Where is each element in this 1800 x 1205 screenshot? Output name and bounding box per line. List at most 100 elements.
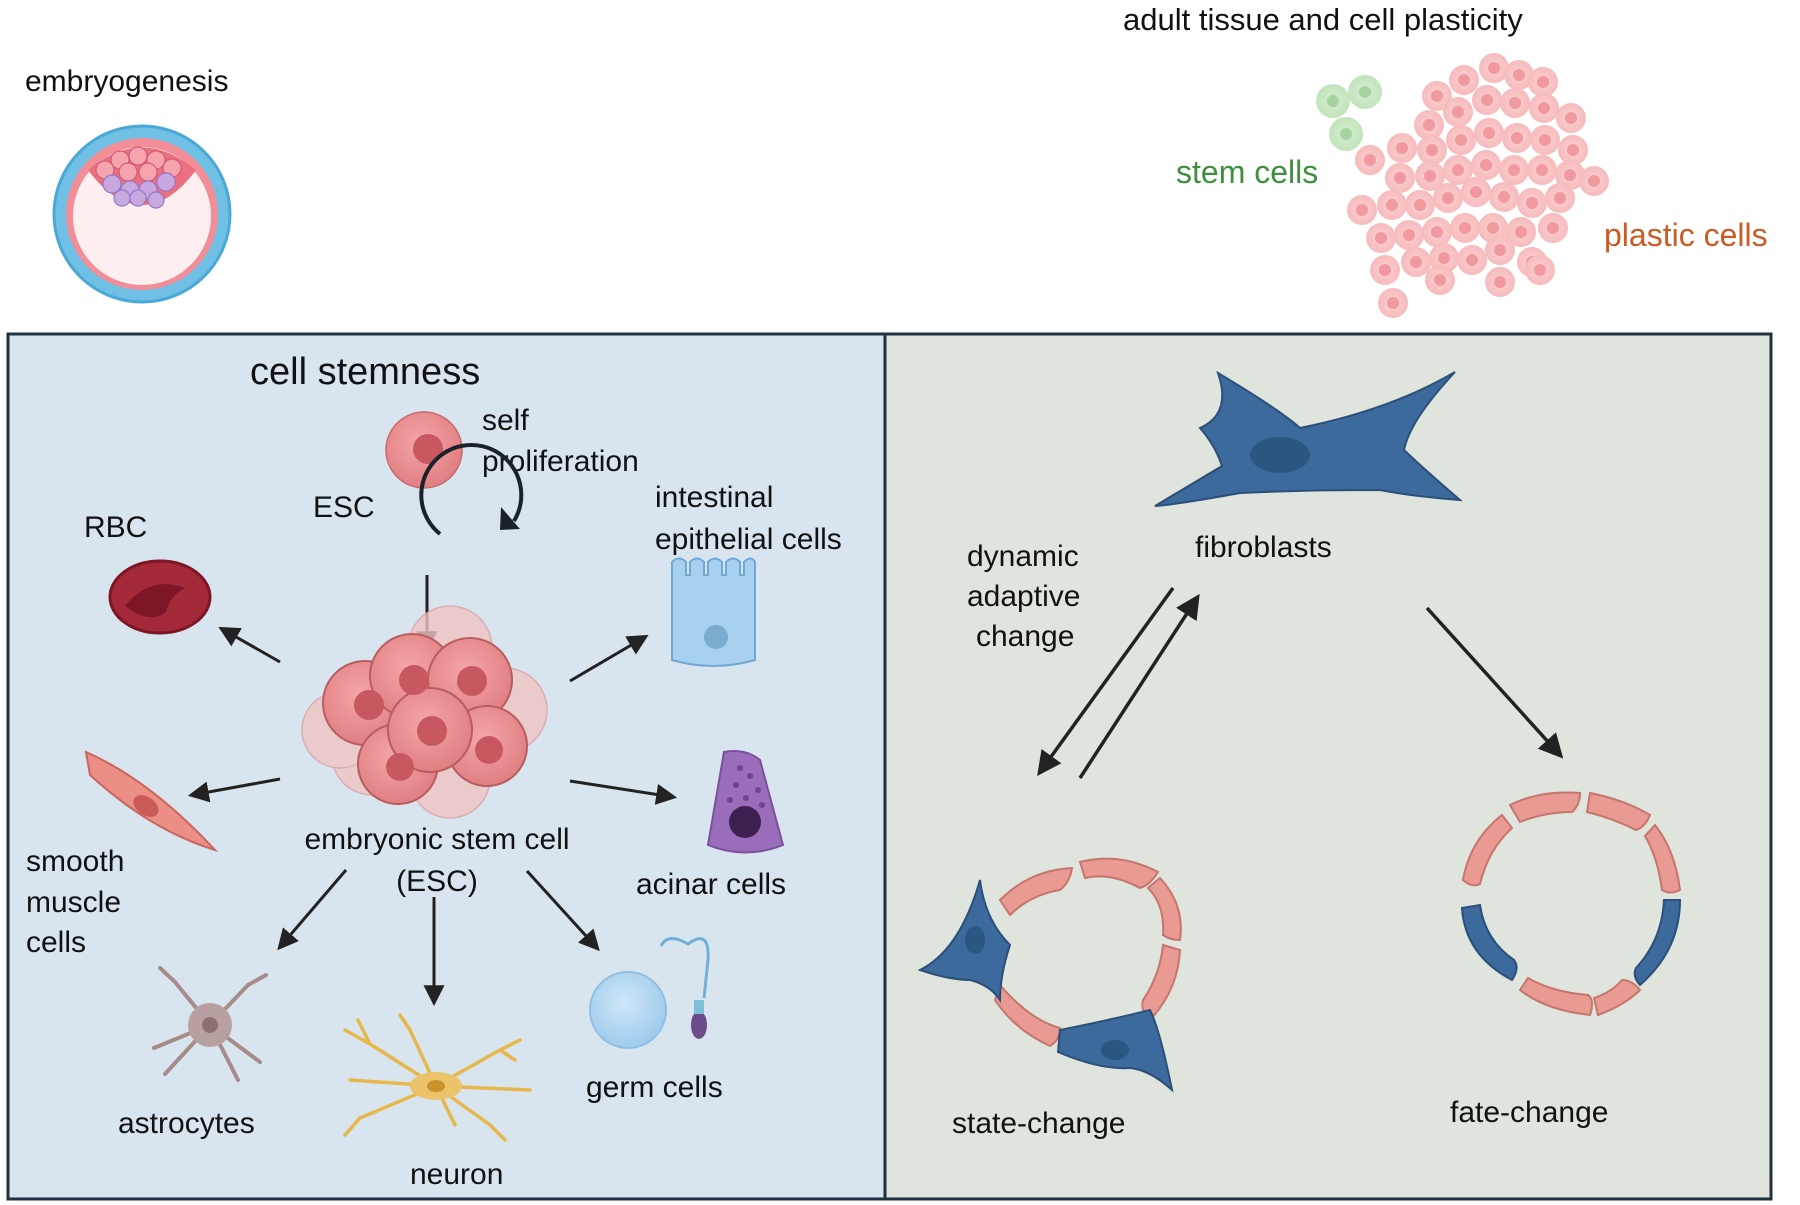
plastic-cell-nucleus: [1498, 191, 1510, 203]
plastic-cell-nucleus: [1455, 134, 1467, 146]
plastic-cell-nucleus: [1386, 199, 1398, 211]
plastic-cell-nucleus: [1488, 62, 1500, 74]
plastic-cell-nucleus: [1364, 154, 1376, 166]
germ-cells-illustration: [589, 937, 710, 1049]
plastic-cell-nucleus: [1379, 264, 1391, 276]
fibroblast-illustration: [1154, 370, 1463, 507]
plastic-cell-nucleus: [1434, 274, 1446, 286]
plastic-cell-nucleus: [1534, 264, 1546, 276]
plastic-cell-nucleus: [1452, 164, 1464, 176]
plastic-cell-nucleus: [1480, 159, 1492, 171]
plastic-cell-nucleus: [1426, 144, 1438, 156]
plastic-cell-nucleus: [1458, 74, 1470, 86]
arrow-to-astrocytes: [277, 869, 348, 951]
plastic-cell-nucleus: [1410, 256, 1422, 268]
arrow-to-state-change: [1037, 586, 1175, 776]
dynamic-label-line1: dynamic: [967, 540, 1079, 573]
adult-tissue-title: adult tissue and cell plasticity: [1123, 2, 1523, 37]
plastic-cell-nucleus: [1459, 222, 1471, 234]
plastic-cell-nucleus: [1494, 244, 1506, 256]
plastic-cell-nucleus: [1515, 226, 1527, 238]
plastic-cell-nucleus: [1509, 97, 1521, 109]
plastic-cells-label: plastic cells: [1604, 217, 1768, 253]
astrocytes-label: astrocytes: [118, 1107, 255, 1140]
smooth-muscle-label-line1: smooth: [26, 845, 124, 878]
rbc-illustration: [108, 559, 212, 635]
state-change-ring: [917, 857, 1182, 1093]
arrow-to-fibroblasts: [1078, 593, 1200, 779]
arrow-to-fate-change: [1425, 606, 1564, 759]
plastic-cell-nucleus: [1483, 127, 1495, 139]
plastic-cell-nucleus: [1375, 232, 1387, 244]
plastic-cell-nucleus: [1554, 192, 1566, 204]
plastic-cell-nucleus: [1536, 164, 1548, 176]
smooth-muscle-label-line3: cells: [26, 926, 86, 959]
plastic-cell-nucleus: [1511, 132, 1523, 144]
plastic-cell-nucleus: [1487, 222, 1499, 234]
arrow-to-smooth-muscle: [187, 777, 281, 803]
plastic-cell-nucleus: [1387, 297, 1399, 309]
self-proliferation-label-line2: proliferation: [482, 445, 639, 478]
plastic-cell-nucleus: [1431, 90, 1443, 102]
intestinal-epithelial-cell-illustration: [671, 557, 756, 667]
plastic-cell-nucleus: [1537, 76, 1549, 88]
arrow-to-rbc: [218, 626, 281, 664]
dynamic-label-line3: change: [976, 620, 1074, 653]
embryogenesis-label: embryogenesis: [25, 65, 228, 98]
germ-cells-label: germ cells: [586, 1071, 723, 1104]
smooth-muscle-cell-illustration: [84, 750, 219, 853]
arrow-to-acinar: [569, 779, 678, 805]
plastic-cell-nucleus: [1508, 164, 1520, 176]
plastic-cell-nucleus: [1424, 170, 1436, 182]
astrocyte-nucleus: [202, 1017, 218, 1033]
plastic-cell-nucleus: [1414, 199, 1426, 211]
esc-single-cell: [385, 411, 463, 489]
blastocyst-illustration: [52, 124, 232, 304]
intestinal-label-line2: epithelial cells: [655, 523, 842, 556]
esc-center-label-line2: (ESC): [396, 865, 478, 898]
stem-cells-label: stem cells: [1176, 154, 1318, 190]
self-proliferation-label-line1: self: [482, 404, 529, 437]
plastic-cell-nucleus: [1526, 197, 1538, 209]
fate-change-ring: [1460, 791, 1682, 1017]
plastic-cell-nucleus: [1564, 169, 1576, 181]
plastic-cell-nucleus: [1494, 276, 1506, 288]
plastic-cell-nucleus: [1565, 112, 1577, 124]
esc-center-label-line1: embryonic stem cell: [304, 823, 569, 856]
acinar-label: acinar cells: [636, 868, 786, 901]
arrow-to-germ-cells: [525, 869, 600, 952]
stem-cells-cluster: [1316, 75, 1382, 151]
plastic-cell-nucleus: [1438, 252, 1450, 264]
fibroblasts-label: fibroblasts: [1195, 531, 1332, 564]
plastic-cell-nucleus: [1466, 254, 1478, 266]
plastic-cell-nucleus: [1481, 94, 1493, 106]
smooth-muscle-label-line2: muscle: [26, 886, 121, 919]
rbc-label: RBC: [84, 511, 147, 544]
plastic-cells-cluster: [1347, 53, 1609, 318]
esc-top-label: ESC: [313, 491, 375, 524]
plastic-cell-nucleus: [1431, 226, 1443, 238]
plastic-cell-nucleus: [1403, 229, 1415, 241]
plastic-cell-nucleus: [1452, 106, 1464, 118]
plastic-cell-nucleus: [1396, 142, 1408, 154]
plastic-cell-nucleus: [1567, 144, 1579, 156]
plastic-cell-nucleus: [1539, 134, 1551, 146]
self-renewal-cycle-arrow: [419, 443, 524, 536]
plastic-cell-nucleus: [1442, 192, 1454, 204]
plastic-cell-nucleus: [1547, 222, 1559, 234]
neuron-nucleus: [427, 1080, 445, 1092]
plastic-cell-nucleus: [1356, 204, 1368, 216]
dynamic-label-line2: adaptive: [967, 580, 1080, 613]
plastic-cell-nucleus: [1423, 119, 1435, 131]
cell-stemness-title: cell stemness: [250, 351, 480, 393]
neuron-label: neuron: [410, 1158, 503, 1191]
plastic-cell-nucleus: [1538, 102, 1550, 114]
plastic-cell-nucleus: [1470, 186, 1482, 198]
state-change-label: state-change: [952, 1107, 1125, 1140]
plastic-cell-nucleus: [1513, 69, 1525, 81]
arrow-to-intestinal: [569, 634, 649, 683]
plastic-cell-nucleus: [1588, 175, 1600, 187]
esc-cluster-illustration: [301, 605, 548, 819]
acinar-cell-illustration: [706, 750, 785, 854]
